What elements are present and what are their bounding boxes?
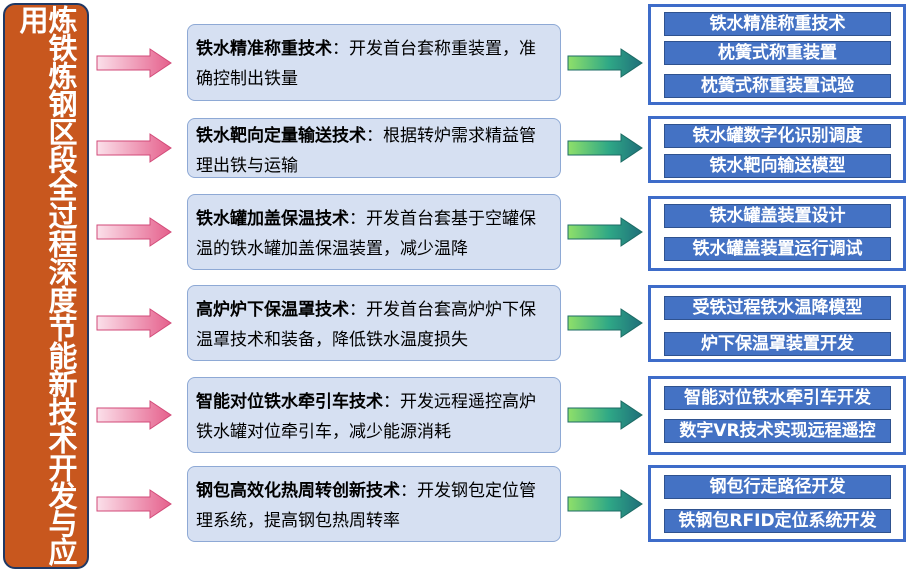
tech-title: 铁水精准称重技术	[196, 39, 332, 59]
green-arrow-icon-shape	[567, 217, 643, 247]
result-item: 铁水靶向输送模型	[664, 154, 891, 178]
pink-arrow-icon	[96, 489, 172, 519]
result-group: 钢包行走路径开发铁钢包RFID定位系统开发	[648, 465, 906, 542]
result-item: 智能对位铁水牵引车开发	[664, 386, 891, 410]
result-item: 铁水罐数字化识别调度	[664, 124, 891, 148]
green-arrow-icon	[567, 133, 643, 163]
tech-description: ：根据转炉需求精益管理出铁与运输	[196, 126, 536, 176]
green-arrow-icon-shape	[567, 308, 643, 338]
tech-title: 智能对位铁水牵引车技术	[196, 392, 383, 412]
tech-description: ：开发首台套称重装置，准确控制出铁量	[196, 39, 536, 89]
green-arrow-icon	[567, 400, 643, 430]
pink-arrow-icon	[96, 47, 172, 78]
tech-description: ：开发首台套高炉炉下保温罩技术和装备，降低铁水温度损失	[196, 300, 536, 350]
tech-description: ：开发钢包定位管理系统，提高钢包热周转率	[196, 481, 536, 531]
tech-box: 铁水罐加盖保温技术：开发首台套基于空罐保温的铁水罐加盖保温装置，减少温降	[187, 194, 561, 270]
tech-title: 铁水罐加盖保温技术	[196, 209, 349, 229]
result-item: 枕簧式称重装置试验	[664, 74, 891, 98]
result-item: 铁水罐盖装置运行调试	[664, 237, 891, 261]
result-group: 铁水精准称重技术枕簧式称重装置枕簧式称重装置试验	[648, 4, 906, 105]
result-item: 铁水精准称重技术	[664, 12, 891, 36]
result-item: 铁钢包RFID定位系统开发	[664, 509, 891, 533]
result-item: 钢包行走路径开发	[664, 475, 891, 499]
tech-description: ：开发远程遥控高炉铁水罐对位牵引车，减少能源消耗	[196, 392, 536, 442]
tech-description: ：开发首台套基于空罐保温的铁水罐加盖保温装置，减少温降	[196, 209, 536, 259]
result-item: 数字VR技术实现远程遥控	[664, 419, 891, 443]
result-item: 受铁过程铁水温降模型	[664, 296, 891, 320]
main-title-banner: 炼铁炼钢区段全过程深度节能新技术开发与应用	[3, 3, 89, 569]
tech-box: 高炉炉下保温罩技术：开发首台套高炉炉下保温罩技术和装备，降低铁水温度损失	[187, 285, 561, 361]
result-group: 铁水罐盖装置设计铁水罐盖装置运行调试	[648, 196, 906, 271]
pink-arrow-icon-shape	[96, 400, 172, 430]
pink-arrow-icon-shape	[96, 217, 172, 247]
tech-box: 智能对位铁水牵引车技术：开发远程遥控高炉铁水罐对位牵引车，减少能源消耗	[187, 377, 561, 453]
green-arrow-icon-shape	[567, 400, 643, 430]
result-item: 炉下保温罩装置开发	[664, 332, 891, 356]
pink-arrow-icon-shape	[96, 308, 172, 338]
green-arrow-icon-shape	[567, 489, 643, 519]
pink-arrow-icon	[96, 308, 172, 338]
result-item: 铁水罐盖装置设计	[664, 204, 891, 228]
tech-box: 铁水精准称重技术：开发首台套称重装置，准确控制出铁量	[187, 24, 561, 101]
pink-arrow-icon-shape	[96, 133, 172, 163]
result-group: 铁水罐数字化识别调度铁水靶向输送模型	[648, 116, 906, 183]
green-arrow-icon	[567, 217, 643, 247]
pink-arrow-icon-shape	[96, 47, 172, 78]
green-arrow-icon	[567, 308, 643, 338]
tech-title: 钢包高效化热周转创新技术	[196, 481, 400, 501]
result-group: 智能对位铁水牵引车开发数字VR技术实现远程遥控	[648, 376, 906, 455]
green-arrow-icon-shape	[567, 47, 643, 78]
result-item: 枕簧式称重装置	[664, 41, 891, 65]
result-group: 受铁过程铁水温降模型炉下保温罩装置开发	[648, 285, 906, 362]
tech-title: 高炉炉下保温罩技术	[196, 300, 349, 320]
pink-arrow-icon	[96, 133, 172, 163]
green-arrow-icon	[567, 47, 643, 78]
green-arrow-icon-shape	[567, 133, 643, 163]
green-arrow-icon	[567, 489, 643, 519]
tech-box: 铁水靶向定量输送技术：根据转炉需求精益管理出铁与运输	[187, 118, 561, 178]
pink-arrow-icon	[96, 217, 172, 247]
main-title: 炼铁炼钢区段全过程深度节能新技术开发与应用	[15, 5, 78, 565]
pink-arrow-icon	[96, 400, 172, 430]
pink-arrow-icon-shape	[96, 489, 172, 519]
tech-box: 钢包高效化热周转创新技术：开发钢包定位管理系统，提高钢包热周转率	[187, 466, 561, 542]
tech-title: 铁水靶向定量输送技术	[196, 126, 366, 146]
